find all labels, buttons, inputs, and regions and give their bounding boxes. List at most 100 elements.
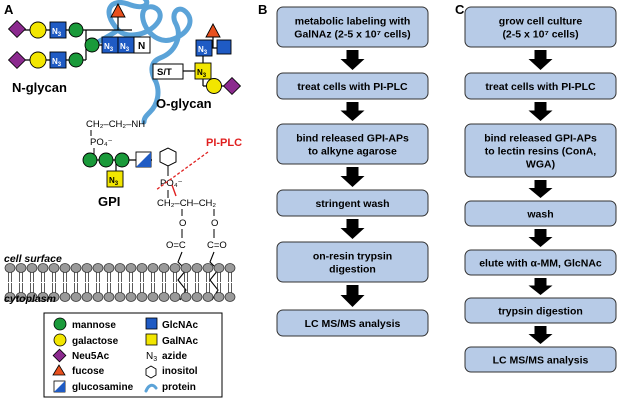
legend-label: GalNAc	[162, 336, 199, 347]
asparagine-label: N	[138, 41, 145, 52]
inositol-hexagon	[159, 147, 177, 167]
lipid-head-inner	[92, 292, 104, 302]
workflow-arrow	[528, 229, 553, 247]
svg-text:N3: N3	[198, 45, 208, 56]
legend-label: galactose	[72, 336, 119, 347]
mannose-circle	[84, 37, 100, 53]
lipid-head-inner	[114, 292, 126, 302]
neu5ac-diamond	[222, 76, 242, 96]
workflow-step-text: LC MS/MS analysis	[305, 318, 401, 330]
galnaz-square	[194, 62, 212, 80]
lipid-head-outer	[114, 263, 126, 273]
workflow-step-text: elute with α-MM, GlcNAc	[479, 258, 602, 270]
lipid-head-inner	[26, 292, 38, 302]
workflow-step-text: treat cells with PI-PLC	[297, 81, 408, 93]
svg-text:N3: N3	[52, 27, 62, 38]
lipid-head-inner	[224, 292, 236, 302]
lipid-bilayer	[4, 263, 236, 302]
lipid-head-inner	[59, 292, 71, 302]
legend-galnac-icon	[145, 333, 158, 346]
lipid-head-inner	[4, 292, 16, 302]
lipid-head-inner	[191, 292, 203, 302]
workflow-step-box	[276, 6, 429, 48]
mannose-circle	[98, 152, 114, 168]
workflow-step-text: bind released GPI-APs	[296, 133, 409, 145]
legend-label: GlcNAc	[162, 320, 199, 331]
legend-label: fucose	[72, 366, 105, 377]
workflow-arrow	[340, 102, 365, 121]
galactose-circle	[206, 78, 222, 94]
workflow-step-box	[276, 123, 429, 165]
gpi-label: GPI	[98, 194, 120, 209]
lipid-head-outer	[158, 263, 170, 273]
galnaz-square	[106, 170, 124, 188]
lipid-head-outer	[169, 263, 181, 273]
workflow-step-box	[464, 72, 617, 100]
legend-fucose-icon	[52, 364, 66, 376]
svg-text:N3: N3	[197, 68, 207, 79]
svg-text:N3: N3	[52, 57, 62, 68]
workflow-step-text: to alkyne agarose	[308, 146, 397, 158]
legend-label: mannose	[72, 320, 116, 331]
workflow-step-text: trypsin digestion	[498, 306, 583, 318]
lipid-head-inner	[48, 292, 60, 302]
lipid-head-outer	[48, 263, 60, 273]
svg-text:N3: N3	[104, 42, 114, 53]
asparagine-box	[133, 36, 151, 54]
workflow-step-box	[464, 6, 617, 48]
panel-a-letter: A	[4, 2, 14, 17]
workflow-arrow	[528, 50, 553, 70]
workflow-step-text: stringent wash	[315, 198, 389, 210]
fucose-triangle	[110, 3, 126, 18]
diacylglycerol: CH₂–CH–CH₂ O O O=C C=O	[157, 190, 227, 301]
lipid-head-outer	[202, 263, 214, 273]
workflow-arrow	[340, 167, 365, 187]
svg-text:N3: N3	[120, 42, 130, 53]
lipid-head-outer	[26, 263, 38, 273]
legend-label: Neu5Ac	[72, 351, 110, 362]
o-glycan-label: O-glycan	[156, 96, 212, 111]
workflow-arrow	[528, 278, 553, 295]
ester-oxygen-1: O	[179, 218, 186, 229]
lipid-head-outer	[4, 263, 16, 273]
lipid-head-outer	[37, 263, 49, 273]
workflow-arrow	[528, 180, 553, 198]
legend-galactose-icon	[53, 333, 67, 347]
panel-c-letter: C	[455, 2, 465, 17]
workflow-step-text: grow cell culture	[499, 16, 583, 28]
glycerol-label: CH₂–CH–CH₂	[157, 198, 216, 209]
svg-text:N3: N3	[109, 176, 119, 187]
workflow-step-text: on-resin trypsin	[313, 251, 392, 263]
legend-glcnac-icon	[145, 317, 158, 330]
workflow-step-box	[464, 123, 617, 178]
legend-label: glucosamine	[72, 382, 134, 393]
lipid-head-inner	[180, 292, 192, 302]
legend-mannose-icon	[53, 317, 67, 331]
panel-b-letter: B	[258, 2, 267, 17]
workflow-step-box	[464, 346, 617, 373]
workflow-arrow	[340, 219, 365, 239]
neu5ac-diamond	[7, 19, 27, 39]
gpi-anchor-structure: CH₂–CH₂–NH PO₄⁻ N3 PO₄⁻	[82, 119, 183, 189]
workflow-c: grow cell culture(2-5 x 10⁷ cells)treat …	[464, 6, 617, 373]
lipid-head-outer	[191, 263, 203, 273]
ethanolamine-label: CH₂–CH₂–NH	[86, 119, 145, 130]
lipid-head-outer	[15, 263, 27, 273]
galactose-circle	[29, 21, 47, 39]
pi-plc-cleavage-line	[155, 151, 209, 191]
glcnac-square	[216, 39, 232, 55]
workflow-step-box	[276, 189, 429, 217]
phosphate-label-inositol: PO₄⁻	[160, 178, 183, 189]
lipid-head-outer	[136, 263, 148, 273]
workflow-step-text: wash	[526, 209, 553, 221]
pi-plc-label: PI-PLC	[206, 137, 242, 149]
cytoplasm-label: cytoplasm	[4, 293, 56, 305]
workflow-step-box	[276, 72, 429, 100]
workflow-step-text: (2-5 x 10⁷ cells)	[502, 29, 578, 41]
workflow-arrow	[528, 326, 553, 344]
glcnaz-square	[49, 51, 67, 69]
workflow-step-box	[276, 309, 429, 337]
workflow-step-box	[464, 200, 617, 227]
n-glycan-label: N-glycan	[12, 80, 67, 95]
